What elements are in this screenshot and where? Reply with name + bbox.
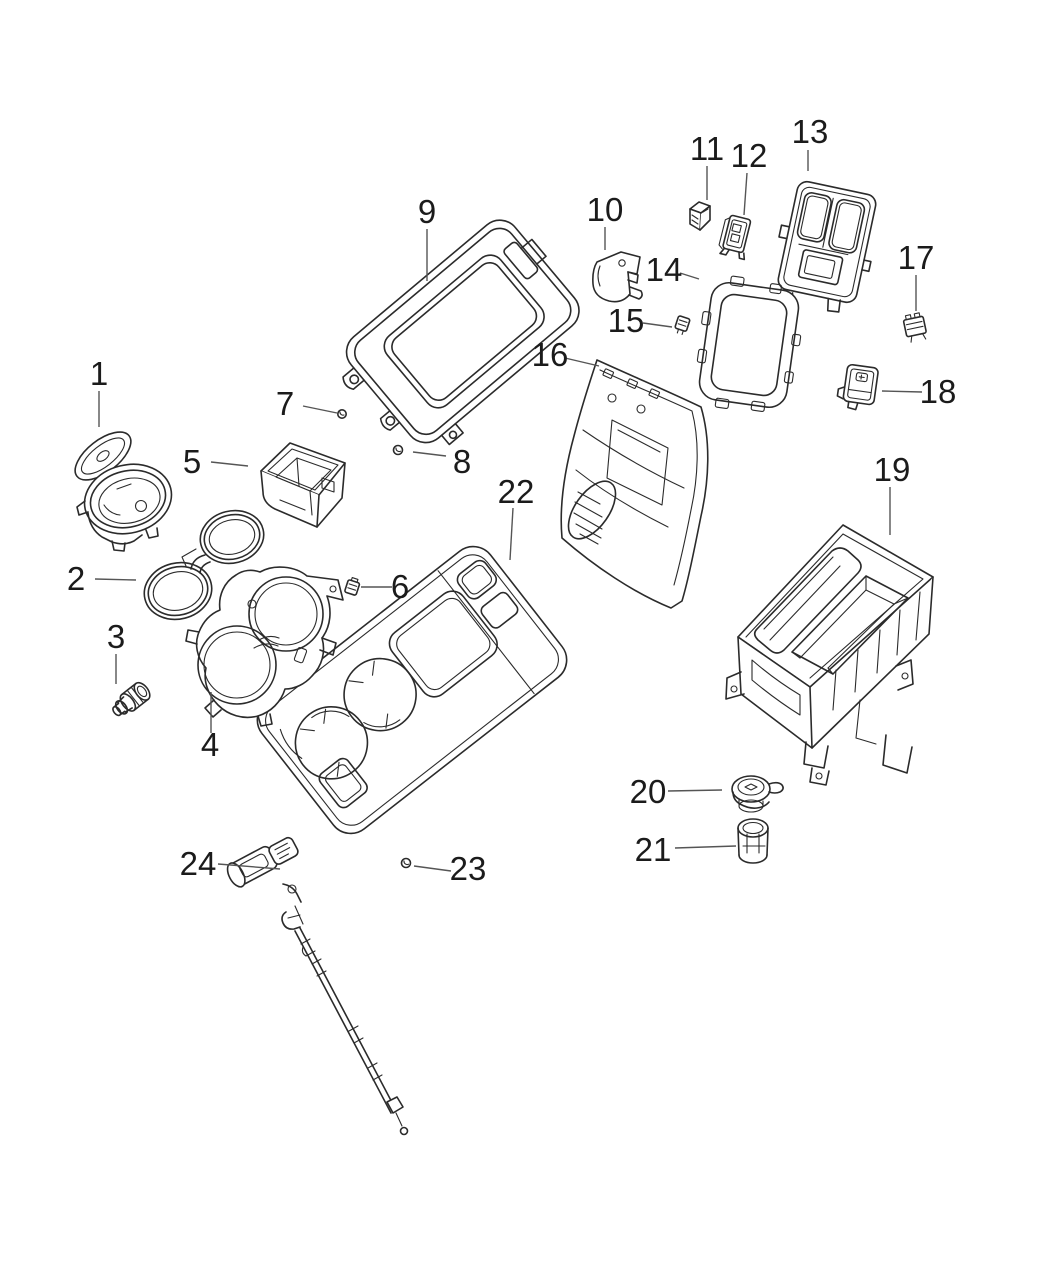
callout-13: 13 bbox=[792, 113, 829, 171]
callout-label-12: 12 bbox=[731, 137, 768, 174]
callout-label-23: 23 bbox=[450, 850, 487, 887]
leader-line-16 bbox=[564, 357, 600, 367]
leader-line-20 bbox=[667, 789, 723, 792]
leader-line-12 bbox=[743, 172, 748, 216]
callout-2: 2 bbox=[67, 560, 137, 597]
part-5-storage-bin-insert bbox=[260, 442, 346, 528]
part-17-connector-clip bbox=[902, 312, 927, 343]
leader-line-14 bbox=[679, 272, 700, 280]
callout-23: 23 bbox=[413, 850, 487, 887]
callout-label-18: 18 bbox=[920, 373, 957, 410]
callout-label-8: 8 bbox=[453, 443, 471, 480]
part-22-console-top-panel bbox=[256, 545, 568, 835]
part-1-cupholder-retainer bbox=[74, 431, 173, 552]
callout-20: 20 bbox=[630, 773, 723, 810]
callout-18: 18 bbox=[881, 373, 957, 410]
part-11-switch bbox=[689, 201, 711, 231]
part-4-cupholder-housing bbox=[185, 566, 344, 727]
part-24-shift-cable bbox=[226, 836, 409, 1136]
callout-17: 17 bbox=[898, 239, 935, 311]
callout-label-7: 7 bbox=[276, 385, 294, 422]
part-12-power-outlet bbox=[718, 214, 752, 261]
callout-label-3: 3 bbox=[107, 618, 125, 655]
callout-21: 21 bbox=[635, 831, 737, 868]
part-10-latch-bracket bbox=[592, 251, 643, 303]
leader-line-18 bbox=[881, 390, 923, 393]
callout-label-15: 15 bbox=[608, 302, 645, 339]
callout-8: 8 bbox=[412, 443, 471, 480]
part-3-plug-screw bbox=[112, 681, 151, 717]
part-7-screw bbox=[336, 408, 347, 419]
callout-9: 9 bbox=[418, 193, 436, 281]
callout-14: 14 bbox=[646, 251, 700, 288]
leader-line-15 bbox=[642, 322, 673, 328]
callout-label-5: 5 bbox=[183, 443, 201, 480]
callout-22: 22 bbox=[498, 473, 535, 561]
leader-line-23 bbox=[413, 865, 452, 872]
callout-6: 6 bbox=[361, 568, 409, 605]
callout-label-1: 1 bbox=[90, 355, 108, 392]
callout-19: 19 bbox=[874, 451, 911, 535]
callout-1: 1 bbox=[90, 355, 108, 427]
leader-line-21 bbox=[674, 845, 737, 849]
callout-label-21: 21 bbox=[635, 831, 672, 868]
callout-15: 15 bbox=[608, 302, 673, 339]
callout-4: 4 bbox=[201, 692, 219, 763]
callout-7: 7 bbox=[276, 385, 338, 422]
callout-label-16: 16 bbox=[532, 336, 569, 373]
callout-12: 12 bbox=[731, 137, 768, 216]
callout-label-14: 14 bbox=[646, 251, 683, 288]
callout-label-17: 17 bbox=[898, 239, 935, 276]
callout-3: 3 bbox=[107, 618, 125, 684]
part-16-rear-trim-panel bbox=[560, 359, 709, 609]
callout-label-20: 20 bbox=[630, 773, 667, 810]
callout-label-24: 24 bbox=[180, 845, 217, 882]
callout-label-2: 2 bbox=[67, 560, 85, 597]
part-23-screw bbox=[400, 857, 412, 869]
callout-label-11: 11 bbox=[690, 130, 724, 167]
leader-line-5 bbox=[210, 461, 249, 467]
leader-line-24 bbox=[217, 863, 281, 870]
leader-line-22 bbox=[509, 507, 514, 561]
callout-label-22: 22 bbox=[498, 473, 535, 510]
leader-line-8 bbox=[412, 451, 447, 457]
part-20-cap bbox=[731, 775, 784, 813]
part-19-storage-bin-housing bbox=[725, 524, 934, 786]
leader-line-2 bbox=[94, 578, 137, 581]
part-6-retaining-clip bbox=[344, 577, 361, 596]
part-21-bushing bbox=[737, 818, 769, 864]
part-9-console-lid-base bbox=[342, 219, 580, 446]
callout-16: 16 bbox=[532, 336, 600, 373]
part-2-cupholder-liner-rings bbox=[143, 509, 265, 621]
part-8-screw bbox=[392, 444, 404, 456]
part-15-retaining-clip bbox=[674, 315, 691, 336]
callout-24: 24 bbox=[180, 845, 281, 882]
callout-label-10: 10 bbox=[587, 191, 624, 228]
callout-label-6: 6 bbox=[391, 568, 409, 605]
part-14-seal-frame bbox=[696, 275, 802, 413]
part-18-usb-port-switch bbox=[836, 363, 879, 411]
callout-label-9: 9 bbox=[418, 193, 436, 230]
callouts: 1 2 3 4 5 6 7 8 bbox=[67, 113, 957, 887]
callout-label-13: 13 bbox=[792, 113, 829, 150]
callout-label-19: 19 bbox=[874, 451, 911, 488]
leader-line-7 bbox=[302, 405, 338, 414]
callout-11: 11 bbox=[690, 130, 724, 200]
callout-label-4: 4 bbox=[201, 726, 219, 763]
callout-5: 5 bbox=[183, 443, 249, 480]
callout-10: 10 bbox=[587, 191, 624, 250]
